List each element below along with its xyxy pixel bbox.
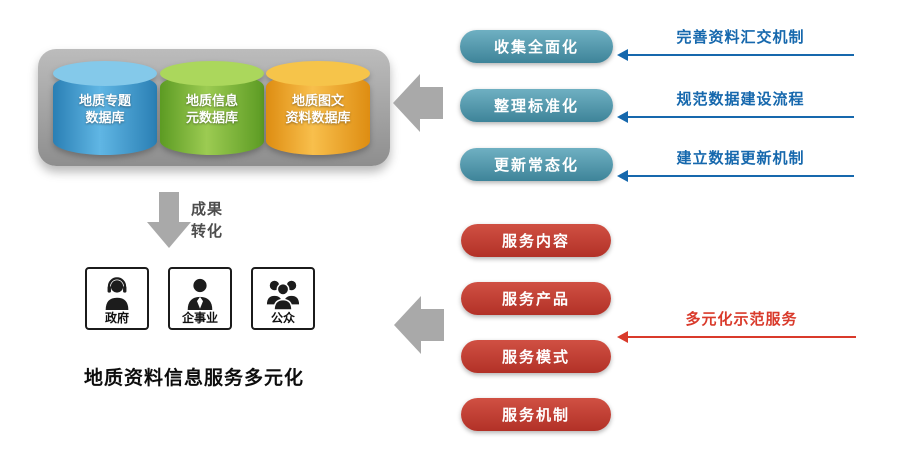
- arrow-head: [147, 222, 191, 248]
- service-item-product: 服务产品: [461, 282, 611, 315]
- cylinder-top: [266, 61, 370, 86]
- user-box-enterprise: 企事业: [168, 267, 232, 330]
- arrow-head: [393, 74, 420, 132]
- note-arrow-line: [617, 49, 854, 61]
- arrow-left-icon: [617, 170, 628, 182]
- arrow-left-icon: [617, 331, 628, 343]
- arrow-tail: [421, 309, 444, 341]
- user-box-government: 政府: [85, 267, 149, 330]
- note-text: 多元化示范服务: [685, 310, 798, 328]
- cylinder-body: [266, 73, 370, 155]
- database-label: 地质专题 数据库: [78, 94, 131, 126]
- build-step-collect: 收集全面化: [460, 30, 613, 63]
- arrow-tail: [420, 87, 443, 119]
- cylinder-body: [160, 73, 264, 155]
- service-item-mechanism: 服务机制: [461, 398, 611, 431]
- database-cylinder-metadata: 地质信息 元数据库: [160, 61, 264, 157]
- cylinder-top: [160, 61, 264, 86]
- note-arrow-line: [617, 111, 854, 123]
- diagram-title: 地质资料信息服务多元化: [84, 367, 305, 389]
- people-group-icon: [263, 273, 303, 311]
- note-arrow-line: [617, 170, 854, 182]
- arrow-head: [394, 296, 421, 354]
- user-label: 企事业: [181, 310, 218, 325]
- note-arrow-line: [617, 331, 856, 343]
- arrow-tail: [159, 192, 179, 222]
- cylinder-body: [53, 73, 157, 155]
- service-item-mode: 服务模式: [461, 340, 611, 373]
- note-submission-mechanism: 完善资料汇交机制: [617, 26, 854, 61]
- arrow-left-icon: [617, 111, 628, 123]
- down-arrow-icon: [147, 192, 191, 248]
- note-construction-process: 规范数据建设流程: [617, 88, 854, 123]
- user-label: 政府: [104, 310, 129, 325]
- build-step-update: 更新常态化: [460, 148, 613, 181]
- note-update-mechanism: 建立数据更新机制: [617, 147, 854, 182]
- left-arrow-icon: [393, 74, 443, 132]
- user-box-public: 公众: [251, 267, 315, 330]
- note-demonstration-service: 多元化示范服务: [617, 308, 856, 343]
- database-cylinder-graphic: 地质图文 资料数据库: [266, 61, 370, 157]
- database-label: 地质图文 资料数据库: [285, 94, 351, 126]
- transform-label: 成果 转化: [191, 200, 224, 240]
- arrow-left-icon: [617, 49, 628, 61]
- note-text: 完善资料汇交机制: [676, 28, 805, 46]
- cylinder-top: [53, 61, 157, 86]
- user-label: 公众: [270, 310, 295, 325]
- build-step-standardize: 整理标准化: [460, 89, 613, 122]
- database-cylinder-thematic: 地质专题 数据库: [53, 61, 157, 157]
- service-item-content: 服务内容: [461, 224, 611, 257]
- government-person-icon: [98, 273, 136, 311]
- left-arrow-icon: [394, 296, 444, 354]
- business-person-icon: [181, 273, 219, 311]
- note-text: 规范数据建设流程: [676, 90, 805, 108]
- database-label: 地质信息 元数据库: [185, 94, 238, 126]
- note-text: 建立数据更新机制: [676, 149, 805, 167]
